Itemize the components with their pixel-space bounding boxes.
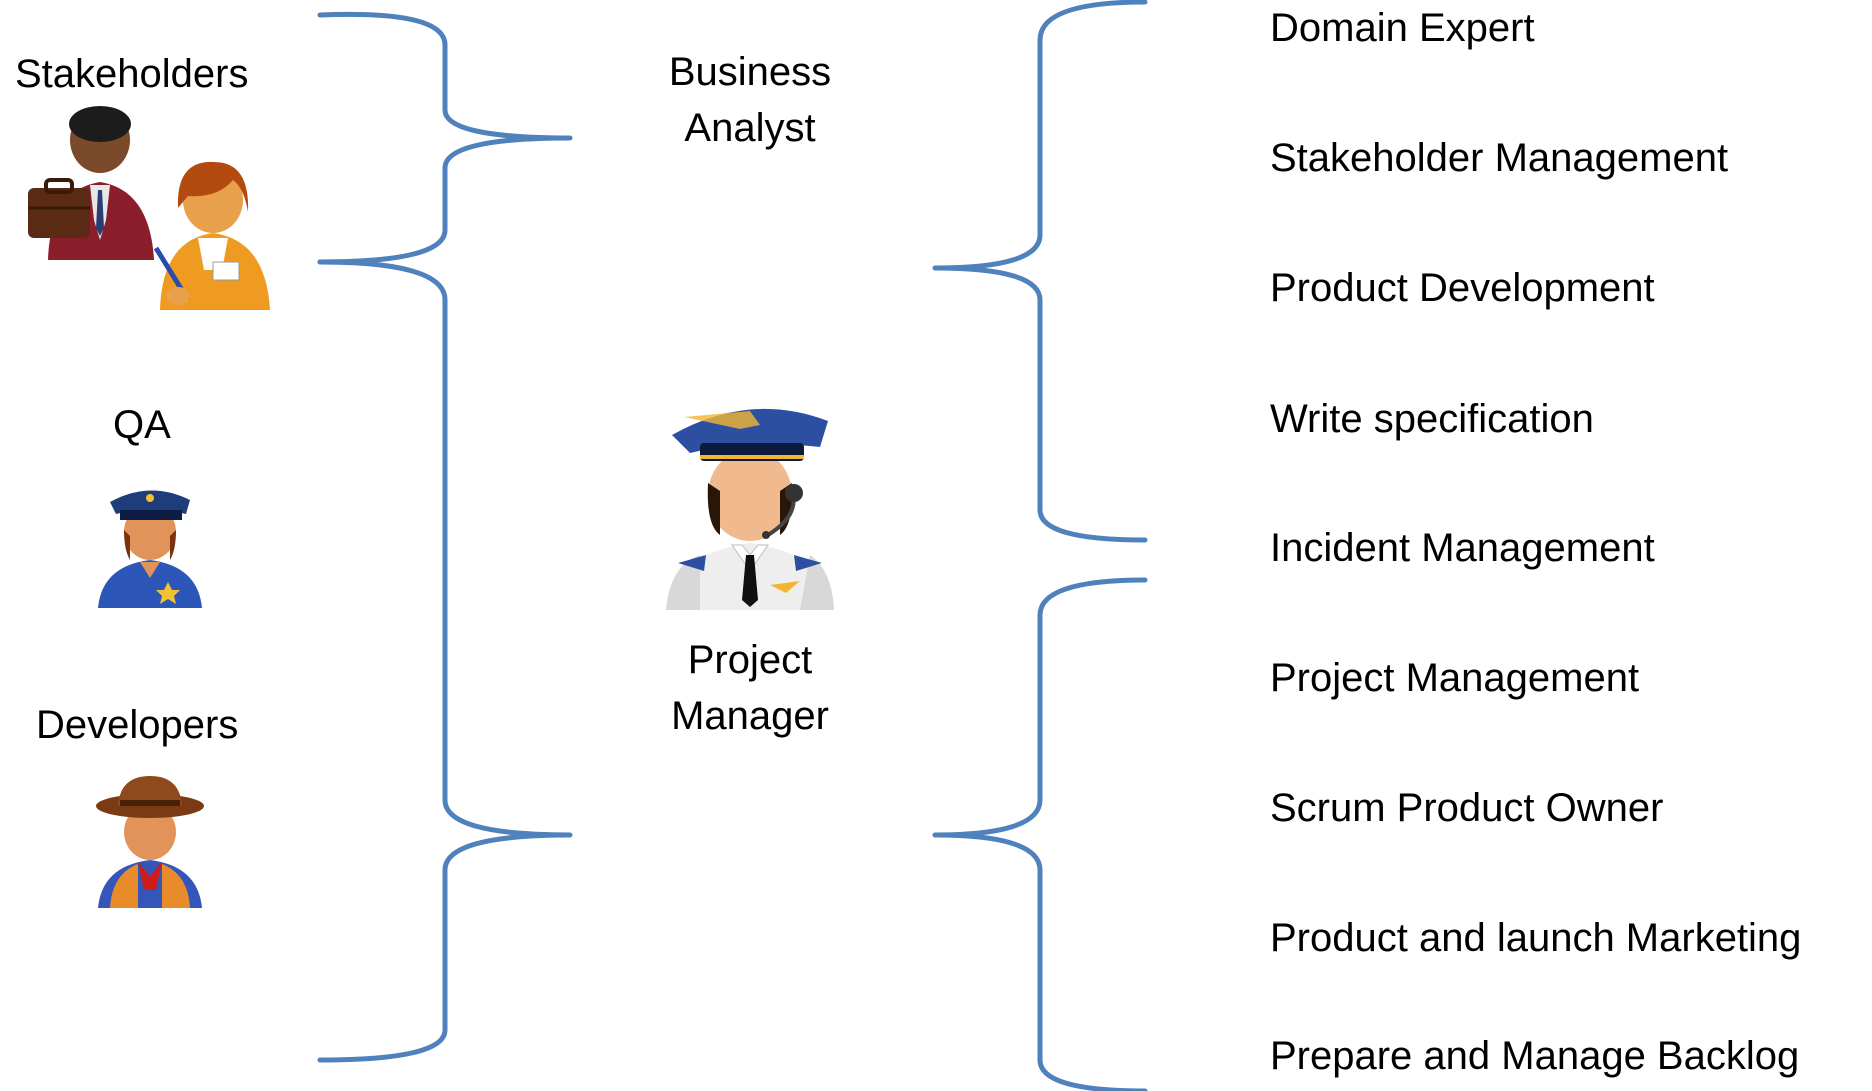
qa-label: QA <box>113 403 171 447</box>
responsibility-item: Domain Expert <box>1270 6 1535 50</box>
business-analyst-label-line1: Business <box>668 50 832 94</box>
project-manager-label: Project Manager <box>650 632 850 744</box>
responsibility-item: Scrum Product Owner <box>1270 786 1664 830</box>
responsibility-item: Incident Management <box>1270 526 1655 570</box>
responsibility-item: Prepare and Manage Backlog <box>1270 1034 1800 1078</box>
project-manager-label-line2: Manager <box>671 694 829 738</box>
responsibility-item: Write specification <box>1270 397 1594 441</box>
brace-pm-responsibilities <box>932 577 1148 1091</box>
brace-stakeholders-to-ba <box>317 11 573 265</box>
business-analyst-label: Business Analyst <box>650 44 850 156</box>
responsibility-item: Product Development <box>1270 266 1655 310</box>
stakeholders-icon <box>28 106 270 310</box>
responsibility-item: Project Management <box>1270 656 1640 700</box>
police-officer-icon <box>98 490 202 608</box>
brace-groups-to-pm <box>317 259 573 1063</box>
responsibility-item: Product and launch Marketing <box>1270 916 1802 960</box>
responsibility-item: Stakeholder Management <box>1270 136 1729 180</box>
stakeholders-label: Stakeholders <box>15 52 249 96</box>
business-analyst-label-line2: Analyst <box>684 106 816 150</box>
project-manager-label-line1: Project <box>687 638 813 682</box>
developers-label: Developers <box>36 703 239 747</box>
cowboy-icon <box>96 776 204 908</box>
brace-ba-responsibilities <box>932 0 1148 543</box>
pilot-icon <box>666 408 834 610</box>
